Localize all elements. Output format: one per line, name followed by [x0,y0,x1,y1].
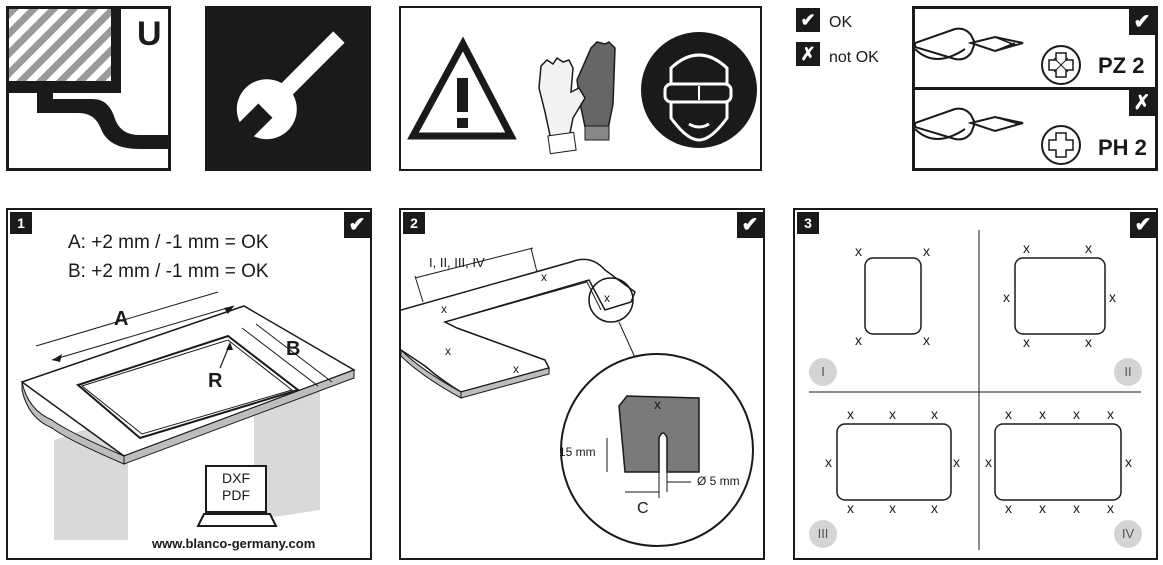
q1-mark: x [855,243,862,259]
step-1-check-icon: ✔ [344,212,370,238]
wrench-icon [205,6,371,171]
dimension-c-label: C [637,500,649,517]
q3-mark: x [825,454,832,470]
q4-mark: x [1125,454,1132,470]
mark-x-2: x [441,302,447,316]
q1-mark: x [855,332,862,348]
u-profile-symbol: U [6,6,171,171]
ph2-label: PH 2 [1098,135,1147,160]
quadrant-i-badge: I [809,358,837,386]
q4-mark: x [1039,406,1046,422]
mark-x-3: x [445,344,451,358]
q3-mark: x [847,500,854,516]
q4-mark: x [1107,406,1114,422]
q3-mark: x [931,406,938,422]
ph2-cross-icon: ✗ [1129,90,1155,116]
q3-mark: x [847,406,854,422]
quadrant-iv-badge: IV [1114,520,1142,548]
radius-label: R [208,370,223,392]
cutout-outline-drawing [401,247,638,399]
laptop-icon [196,465,278,527]
warning-triangle-icon [407,36,517,140]
tolerance-a: A: +2 mm / -1 mm = OK [68,232,269,253]
q3-mark: x [889,500,896,516]
screwdriver-panel: ✔ PZ 2 ✗ PH 2 [912,6,1158,171]
q4-mark: x [1005,500,1012,516]
dimension-b-label: B [286,338,301,360]
cutout-shape-2 [1014,257,1106,335]
q1-mark: x [923,332,930,348]
detail-magnifier-circle [560,353,754,547]
step-1-number: 1 [10,212,32,234]
q3-mark: x [889,406,896,422]
step-3-check-icon: ✔ [1130,212,1156,238]
mark-x-4: x [513,362,519,376]
pozidriv-screwdriver-icon [915,27,1024,61]
not-ok-label: not OK [829,49,879,66]
step-2-panel: 2 ✔ I, II, III, IV x x x x x x 15 mm [399,208,765,560]
safety-equipment-panel [399,6,762,171]
step-3-panel: 3 ✔ x x x x x x x x x x x x x x x x x x … [793,208,1158,560]
diameter-dimension-label: Ø 5 mm [697,474,740,488]
quadrant-iii-badge: III [809,520,837,548]
height-dimension-label: 15 mm [559,445,596,459]
pz2-label: PZ 2 [1098,53,1145,78]
file-type-pdf: PDF [222,487,250,503]
q4-mark: x [1073,406,1080,422]
q2-mark: x [1085,240,1092,256]
step-1-panel: 1 ✔ A: +2 mm / -1 mm = OK B: +2 mm / -1 … [6,208,372,560]
ok-label: OK [829,14,853,31]
q2-mark: x [1023,334,1030,350]
q2-mark: x [1109,289,1116,305]
worktop-drawing [20,291,356,540]
q2-mark: x [1003,289,1010,305]
q1-mark: x [923,243,930,259]
q4-mark: x [1039,500,1046,516]
phillips-screwdriver-icon [915,107,1024,141]
pozidriv-head-icon [1041,45,1081,85]
q2-mark: x [1023,240,1030,256]
phillips-head-icon [1041,125,1081,165]
q4-mark: x [1107,500,1114,516]
tolerance-b: B: +2 mm / -1 mm = OK [68,261,269,282]
dimension-a-label: A [114,308,129,330]
cutout-shape-3 [836,423,952,501]
step-2-check-icon: ✔ [737,212,763,238]
q4-mark: x [1073,500,1080,516]
pz2-check-icon: ✔ [1129,9,1155,35]
mark-x-detail: x [654,396,661,412]
u-label: U [137,15,162,53]
website-link[interactable]: www.blanco-germany.com [152,536,316,551]
gloves-icon [538,41,616,155]
ok-check-icon: ✔ [796,8,820,32]
step-3-number: 3 [797,212,819,234]
quadrant-ii-badge: II [1114,358,1142,386]
cutout-shape-1 [864,257,922,335]
q2-mark: x [1085,334,1092,350]
worktop-edge-shape [9,81,111,93]
mark-x-1: x [541,270,547,284]
cutout-shape-4 [994,423,1122,501]
q3-mark: x [931,500,938,516]
q4-mark: x [985,454,992,470]
file-type-dxf: DXF [222,470,250,486]
q4-mark: x [1005,406,1012,422]
position-roman-label: I, II, III, IV [429,255,485,270]
step-2-number: 2 [403,212,425,234]
safety-goggles-icon [641,32,757,148]
not-ok-cross-icon: ✗ [796,42,820,66]
q3-mark: x [953,454,960,470]
mark-x-5: x [604,291,610,305]
